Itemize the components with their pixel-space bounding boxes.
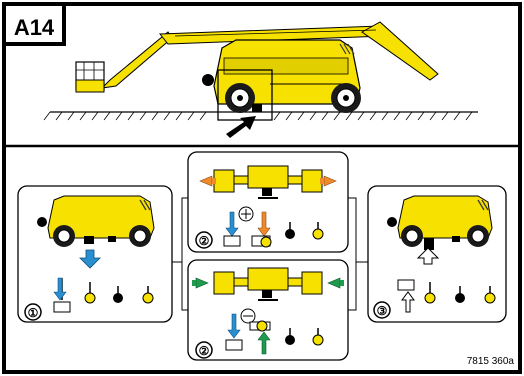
stabilizer-axle-retract-icon	[192, 267, 344, 301]
panel-connectors	[172, 197, 368, 311]
hand-pull-lever-icon	[53, 277, 71, 313]
step-3-panel: ③	[367, 185, 507, 323]
step-number: ②	[199, 234, 210, 248]
ground-hatch-icon	[226, 116, 256, 138]
stabilizer-axle-extend-icon	[199, 165, 337, 199]
figure-tag: A14	[2, 2, 66, 46]
step-2-extend-panel: ②	[187, 151, 349, 253]
boom-lift-machine-icon	[43, 21, 478, 138]
reference-code: 7815 360a	[467, 356, 515, 367]
figure-tag-label: A14	[14, 15, 55, 40]
step-number: ①	[28, 306, 39, 320]
step-1-panel: ①	[17, 185, 173, 323]
step-2-retract-panel: ②	[187, 259, 349, 361]
step-number: ③	[377, 304, 388, 318]
step-number: ②	[199, 344, 210, 358]
